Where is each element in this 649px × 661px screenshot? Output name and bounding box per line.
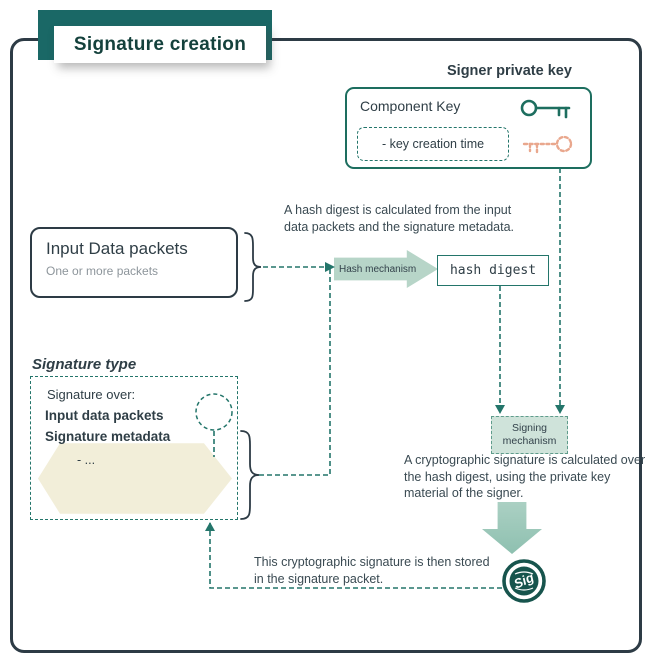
signing-mechanism-box: Signing mechanism <box>491 416 568 454</box>
signature-over-label: Signature over: <box>47 387 136 402</box>
signature-type-heading: Signature type <box>32 356 137 373</box>
page-title-text: Signature creation <box>73 33 247 55</box>
hash-mechanism-label: Hash mechanism <box>339 263 417 275</box>
signature-over-item-ellipsis: - ... <box>77 453 96 467</box>
signature-arrow-shape <box>38 443 232 514</box>
component-key-title: Component Key <box>360 98 461 114</box>
hash-digest-box: hash digest <box>437 255 549 286</box>
key-creation-time-label: - key creation time <box>381 137 485 151</box>
signature-over-item-input-data: Input data packets <box>45 408 164 423</box>
input-data-packets-subtitle: One or more packets <box>46 264 159 278</box>
input-data-packets-title: Input Data packets <box>46 239 188 258</box>
sig-badge: Sig <box>502 559 546 603</box>
signing-note: A cryptographic signature is calculated … <box>404 453 646 500</box>
input-data-packets-box: Input Data packets One or more packets <box>30 227 238 298</box>
signer-private-key-label: Signer private key <box>447 63 572 79</box>
key-creation-time-box: - key creation time <box>357 127 509 161</box>
hash-note: A hash digest is calculated from the inp… <box>284 203 515 234</box>
key-creation-time-key-icon <box>522 135 573 154</box>
signature-type-box: Signature over: Input data packets Signa… <box>30 376 238 520</box>
component-key-box: Component Key - key creation time <box>345 87 592 169</box>
stored-note: This cryptographic signature is then sto… <box>254 555 490 586</box>
private-key-icon <box>520 99 571 119</box>
signature-over-item-metadata: Signature metadata <box>45 429 171 444</box>
page-title: Signature creation <box>54 26 266 63</box>
